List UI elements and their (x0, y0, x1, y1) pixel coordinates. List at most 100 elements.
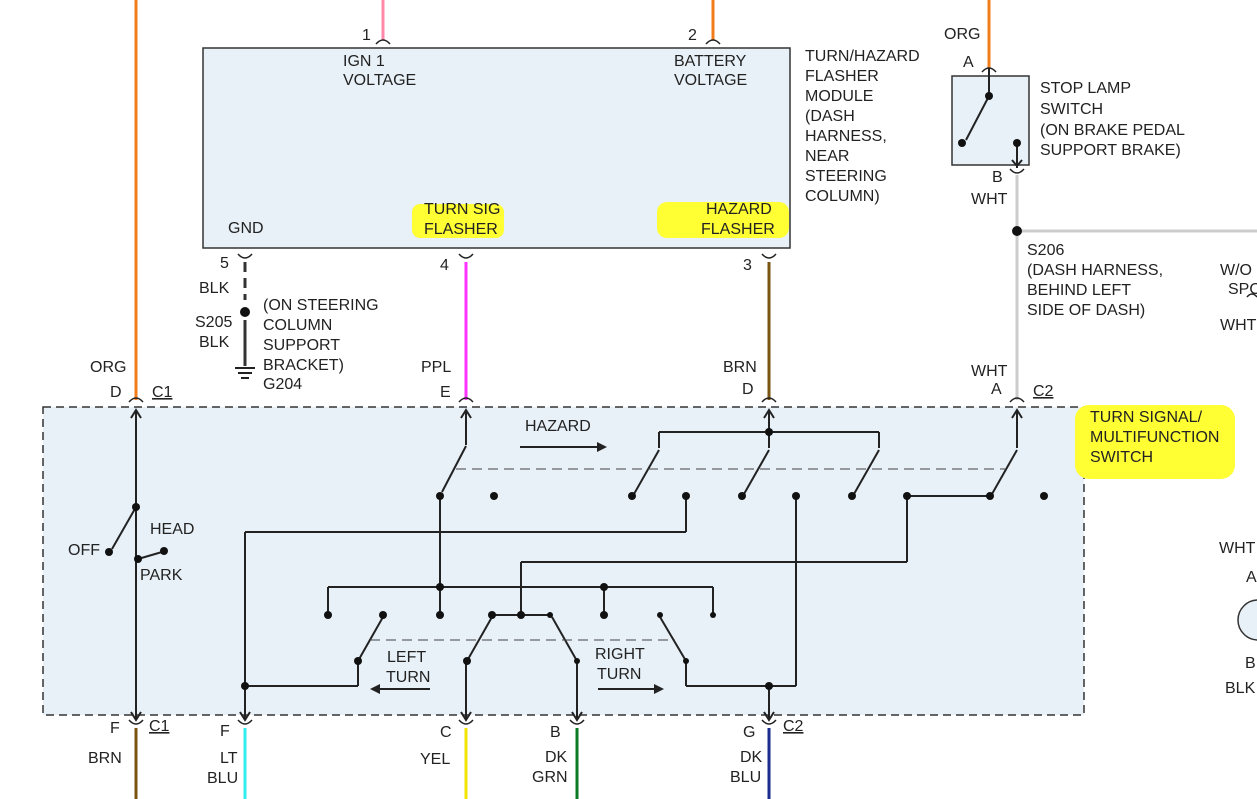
bottom-c1: C1 (149, 718, 170, 735)
flasher-desc-line: STEERING (805, 168, 887, 185)
hazard-label: HAZARD (706, 201, 772, 218)
switch-a-color: WHT (971, 363, 1008, 380)
s205-desc-line: SUPPORT (263, 337, 340, 354)
ground-symbol (235, 367, 255, 379)
pin-a-right: A (1246, 569, 1257, 586)
highlight-turn-sig (412, 204, 504, 238)
flasher-desc-line: MODULE (805, 88, 873, 105)
blk-bot-label: BLK (199, 334, 230, 351)
switch-c1-top: C1 (152, 384, 173, 401)
pin5-number: 5 (220, 255, 229, 272)
switch-brn-color: BRN (723, 359, 757, 376)
splice-s206 (1012, 226, 1022, 236)
stop-lamp-dot-1 (958, 139, 966, 147)
park-label: PARK (140, 567, 183, 584)
flasher-desc-line: NEAR (805, 148, 849, 165)
switch-a-pin: A (991, 381, 1002, 398)
switch-d-pin: D (110, 384, 122, 401)
s206-label: S206 (1027, 242, 1064, 259)
wo-label: W/O (1220, 262, 1252, 279)
s205-desc-line: (ON STEERING (263, 297, 379, 314)
bottom-f2-pin: F (220, 723, 230, 740)
highlight-hazard (657, 202, 789, 238)
head-label: HEAD (150, 521, 194, 538)
bottom-g-color-1: DK (740, 749, 763, 766)
flasher-desc-line: FLASHER (805, 68, 879, 85)
switch-name-line: TURN SIGNAL/ (1090, 409, 1203, 426)
bottom-f1-color: BRN (88, 750, 122, 767)
left-turn-label-1: LEFT (387, 649, 426, 666)
bottom-c-color: YEL (420, 751, 450, 768)
stop-pin-b: B (992, 169, 1003, 186)
stop-desc-line: SUPPORT BRAKE) (1040, 142, 1181, 159)
stop-pin-a: A (963, 54, 974, 71)
switch-d-color: ORG (90, 359, 126, 376)
switch-c2-top: C2 (1033, 383, 1054, 400)
partial-arc (1246, 293, 1257, 298)
stop-desc-line: SWITCH (1040, 101, 1103, 118)
bottom-b-pin: B (550, 724, 561, 741)
pin-b-right: B (1245, 655, 1256, 672)
connector-arcs (128, 39, 1025, 725)
hazard-arrow-label: HAZARD (525, 418, 591, 435)
stop-wire-top-color: ORG (944, 26, 980, 43)
pin3-number: 3 (743, 257, 752, 274)
switch-name-line: SWITCH (1090, 449, 1153, 466)
splice-s205 (240, 307, 250, 317)
spo-label: SPO (1228, 281, 1257, 298)
flasher-desc-line: TURN/HAZARD (805, 48, 920, 65)
bottom-c-pin: C (440, 724, 452, 741)
pin2-number: 2 (688, 27, 697, 44)
pin4-number: 4 (440, 257, 449, 274)
turn-sig-label: TURN SIG (424, 201, 500, 218)
right-turn-label-1: RIGHT (595, 646, 645, 663)
bottom-f2-color-2: BLU (207, 770, 238, 787)
blk-label-right: BLK (1225, 680, 1256, 697)
battery-label: BATTERY (674, 53, 747, 70)
switch-brn-pin: D (742, 381, 754, 398)
switch-e-pin: E (440, 384, 451, 401)
switch-dots (105, 428, 1048, 690)
off-label: OFF (68, 542, 100, 559)
left-turn-label-2: TURN (386, 669, 430, 686)
ign1-label: IGN 1 (343, 53, 385, 70)
flasher-desc-line: (DASH (805, 108, 855, 125)
bottom-b-color-1: DK (545, 749, 568, 766)
stop-lamp-description: STOP LAMP SWITCH (ON BRAKE PEDAL SUPPORT… (1040, 80, 1185, 159)
turn-sig-flasher-label: FLASHER (424, 221, 498, 238)
wht-label-right-1: WHT (1220, 317, 1257, 334)
bottom-g-pin: G (743, 724, 755, 741)
bottom-f2-color-1: LT (220, 750, 238, 767)
wht-label-right-2: WHT (1219, 540, 1256, 557)
g204-label: G204 (263, 376, 302, 393)
bottom-b-color-2: GRN (532, 769, 568, 786)
gnd-label: GND (228, 220, 264, 237)
hazard-flasher-label: FLASHER (701, 221, 775, 238)
flasher-desc-line: COLUMN) (805, 188, 880, 205)
s205-desc-line: COLUMN (263, 317, 332, 334)
flasher-description: TURN/HAZARD FLASHER MODULE (DASH HARNESS… (805, 48, 920, 205)
stop-lamp-dot-2 (1013, 139, 1021, 147)
bottom-g-color-2: BLU (730, 769, 761, 786)
right-turn-label-2: TURN (597, 666, 641, 683)
blk-top-label: BLK (199, 280, 230, 297)
stop-desc-line: (ON BRAKE PEDAL (1040, 122, 1185, 139)
switch-name-line: MULTIFUNCTION (1090, 429, 1219, 446)
pin1-number: 1 (362, 27, 371, 44)
stop-lamp-dot-a (985, 92, 993, 100)
s205-label: S205 (195, 314, 232, 331)
battery-voltage-label: VOLTAGE (674, 72, 747, 89)
ign1-voltage-label: VOLTAGE (343, 72, 416, 89)
stop-desc-line: STOP LAMP (1040, 80, 1131, 97)
flasher-desc-line: HARNESS, (805, 128, 887, 145)
s205-desc-line: BRACKET) (263, 357, 344, 374)
bottom-f1-pin: F (110, 720, 120, 737)
stop-wire-bottom-color: WHT (971, 191, 1008, 208)
external-wires (134, 0, 1257, 799)
partial-component-circle (1237, 599, 1257, 641)
s206-desc-line: BEHIND LEFT (1027, 282, 1131, 299)
bottom-c2: C2 (783, 718, 804, 735)
s206-desc-line: (DASH HARNESS, (1027, 262, 1163, 279)
